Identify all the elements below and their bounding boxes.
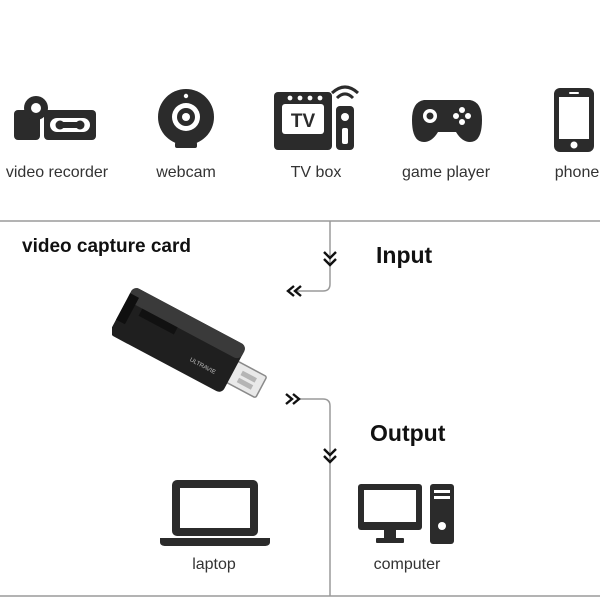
input-down-arrow-icon [323, 251, 337, 267]
device-title: video capture card [22, 236, 191, 257]
output-down-arrow-icon [323, 448, 337, 464]
output-label-computer: computer [373, 556, 441, 573]
tv-badge-text: TV [291, 111, 316, 132]
output-right-arrow-icon [285, 393, 301, 405]
output-label-laptop: laptop [192, 556, 236, 573]
laptop-icon [160, 480, 270, 546]
input-line-elbow [294, 283, 331, 292]
output-line [300, 398, 331, 596]
gamepad-icon [412, 100, 482, 142]
output-heading: Output [370, 420, 446, 446]
phone-icon [554, 88, 594, 152]
capture-card-image: ULTRAVIE [112, 288, 267, 398]
source-label-game-player: game player [401, 164, 491, 181]
source-label-webcam: webcam [156, 164, 216, 181]
computer-icon [358, 484, 454, 544]
video-recorder-icon [14, 96, 96, 140]
input-heading: Input [376, 242, 433, 268]
webcam-icon [158, 89, 214, 148]
tv-box-icon: TV [274, 85, 360, 150]
source-label-video-recorder: video recorder [5, 164, 109, 181]
source-label-phone: phone [554, 164, 600, 181]
source-label-tv-box: TV box [290, 164, 342, 181]
input-left-arrow-icon [286, 285, 302, 297]
